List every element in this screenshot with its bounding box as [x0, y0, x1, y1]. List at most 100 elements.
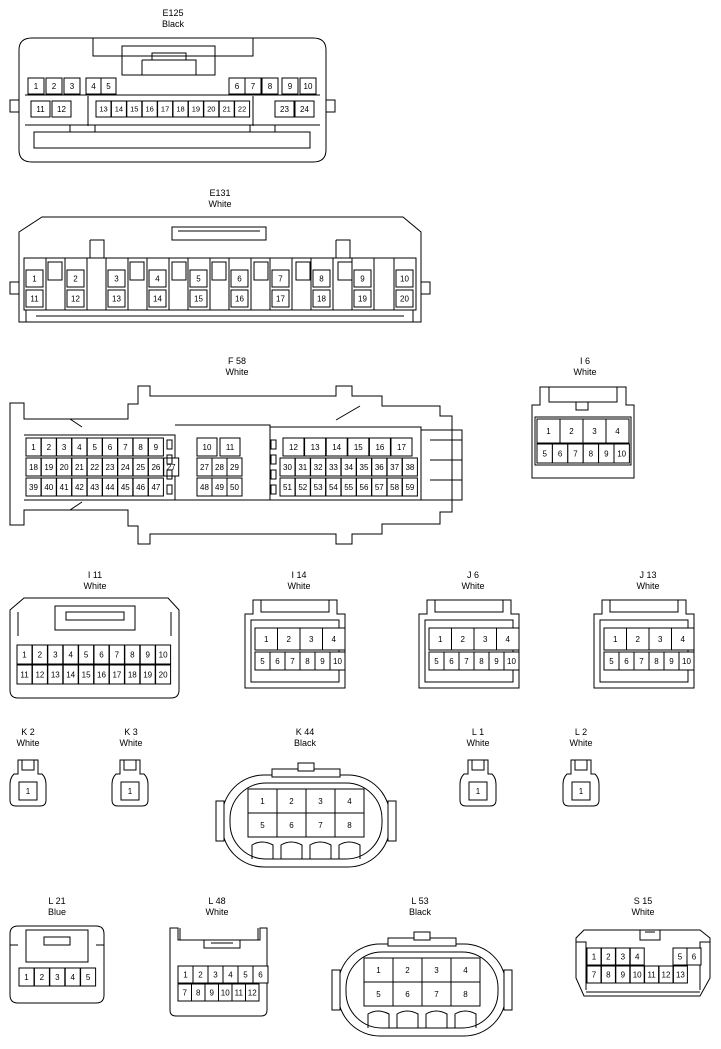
- pin-number: 10: [682, 657, 691, 666]
- cavity: [393, 257, 417, 311]
- pin-cell: [363, 981, 394, 1007]
- pin-number: 8: [268, 82, 273, 91]
- pin-number: 49: [215, 483, 224, 492]
- pin-number: 15: [194, 294, 203, 303]
- pin-number: 40: [44, 483, 53, 492]
- pin-number: 17: [161, 105, 169, 114]
- cavity: [269, 257, 293, 311]
- connector-color: White: [225, 367, 249, 377]
- connector-code: K 2: [21, 727, 35, 737]
- pin-number: 4: [347, 797, 352, 806]
- pin-cell: [353, 289, 372, 308]
- pin-number: 5: [86, 973, 91, 982]
- pin-number: 8: [319, 274, 324, 283]
- connector-code: S 15: [633, 896, 653, 906]
- pin-cell: [613, 443, 630, 464]
- pin-cell: [27, 77, 45, 95]
- pin-number: 2: [461, 635, 466, 644]
- connector-label-k3: K 3 White: [71, 727, 191, 749]
- pin-number: 58: [390, 483, 399, 492]
- pin-number: 8: [606, 970, 611, 979]
- pin-number: 16: [97, 670, 106, 679]
- pin-number: 44: [106, 483, 115, 492]
- pin-cell: [230, 289, 249, 308]
- latch-slot: [337, 261, 353, 281]
- pin-cell: [244, 77, 262, 95]
- pin-number: 5: [196, 274, 201, 283]
- pin-number: 6: [558, 449, 563, 458]
- pin-number: 8: [479, 657, 484, 666]
- pin-number: 7: [290, 657, 295, 666]
- pin-number: 10: [304, 82, 313, 91]
- pin-number: 7: [183, 988, 188, 997]
- pin-number: 20: [207, 105, 215, 114]
- pin-cell: [30, 100, 51, 118]
- pin-cell: [226, 457, 243, 477]
- connector-label-k44: K 44 Black: [245, 727, 365, 749]
- pin-number: 5: [542, 449, 547, 458]
- pin-number: 7: [251, 82, 256, 91]
- pin-number: 13: [99, 105, 107, 114]
- pin-cell: [401, 477, 418, 497]
- pin-number: 4: [155, 274, 160, 283]
- pin-number: 15: [354, 443, 363, 452]
- connector-k2: 1: [9, 759, 47, 807]
- connector-label-i11: I 11 White: [35, 570, 155, 592]
- pin-number: 41: [60, 483, 69, 492]
- pin-number: 18: [29, 463, 38, 472]
- cavity: [64, 257, 88, 311]
- cavity: [105, 257, 129, 311]
- pin-cell: [334, 788, 365, 814]
- pin-number: 2: [47, 443, 52, 452]
- pin-cell: [294, 100, 315, 118]
- pin-number: 51: [283, 483, 292, 492]
- pin-number: 43: [90, 483, 99, 492]
- cavity: [351, 257, 375, 311]
- pin-number: 6: [692, 952, 697, 961]
- connector-code: K 3: [124, 727, 138, 737]
- pin-number: 1: [32, 274, 37, 283]
- pin-cell: [189, 289, 208, 308]
- housing-inner: [250, 600, 340, 683]
- connector-code: J 13: [639, 570, 657, 580]
- pin-number: 35: [360, 463, 369, 472]
- pin-number: 3: [309, 635, 314, 644]
- cavity: [146, 257, 170, 311]
- pin-number: 3: [592, 427, 597, 436]
- pin-number: 16: [146, 105, 154, 114]
- pin-number: 7: [592, 970, 597, 979]
- pin-number: 24: [121, 463, 130, 472]
- pin-number: 3: [658, 635, 663, 644]
- pin-number: 22: [90, 463, 99, 472]
- pin-number: 9: [154, 443, 159, 452]
- pin-number: 54: [329, 483, 338, 492]
- pin-number: 25: [136, 463, 145, 472]
- connector-label-s15: S 15 White: [583, 896, 703, 918]
- pin-number: 26: [151, 463, 160, 472]
- housing: [562, 759, 600, 807]
- pin-number: 5: [678, 952, 683, 961]
- latch-slot: [295, 261, 311, 281]
- pin-number: 8: [138, 443, 143, 452]
- connector-code: I 6: [579, 356, 590, 366]
- pin-number: 6: [237, 274, 242, 283]
- pin-number: 15: [130, 105, 138, 114]
- pin-number: 23: [106, 463, 115, 472]
- housing: [244, 599, 346, 689]
- side-rib: [387, 800, 397, 842]
- pin-number: 2: [606, 952, 611, 961]
- pin-cell: [107, 289, 126, 308]
- housing: [9, 759, 47, 807]
- connector-color: White: [631, 907, 655, 917]
- pin-number: 4: [68, 650, 73, 659]
- pin-number: 10: [221, 988, 230, 997]
- pin-cell: [261, 77, 279, 95]
